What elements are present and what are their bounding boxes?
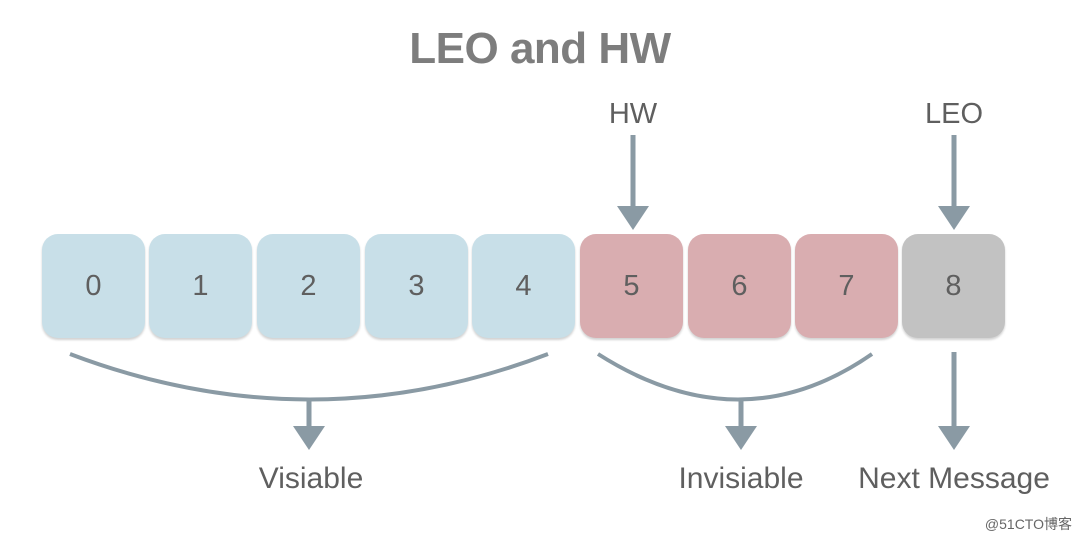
message-cell: 4 — [472, 234, 575, 338]
visible-group-brace — [69, 352, 549, 402]
invisible-group-arrow — [725, 398, 757, 450]
leo-arrow — [938, 135, 970, 230]
message-cell: 8 — [902, 234, 1005, 338]
message-cell: 7 — [795, 234, 898, 338]
leo-label: LEO — [924, 98, 984, 130]
message-cell: 0 — [42, 234, 145, 338]
message-cell: 5 — [580, 234, 683, 338]
visible-group-label: Visiable — [258, 462, 364, 495]
hw-label: HW — [608, 98, 658, 130]
hw-arrow — [617, 135, 649, 230]
message-cell: 3 — [365, 234, 468, 338]
visible-group-arrow — [293, 398, 325, 450]
invisible-group-brace — [596, 352, 874, 402]
watermark: @51CTO博客 — [984, 516, 1072, 532]
message-cell: 6 — [688, 234, 791, 338]
next-message-arrow — [938, 352, 970, 450]
invisible-group-label: Invisiable — [678, 462, 804, 495]
message-cell: 2 — [257, 234, 360, 338]
diagram-title: LEO and HW — [409, 24, 671, 73]
message-cell: 1 — [149, 234, 252, 338]
next-message-label: Next Message — [858, 462, 1050, 495]
